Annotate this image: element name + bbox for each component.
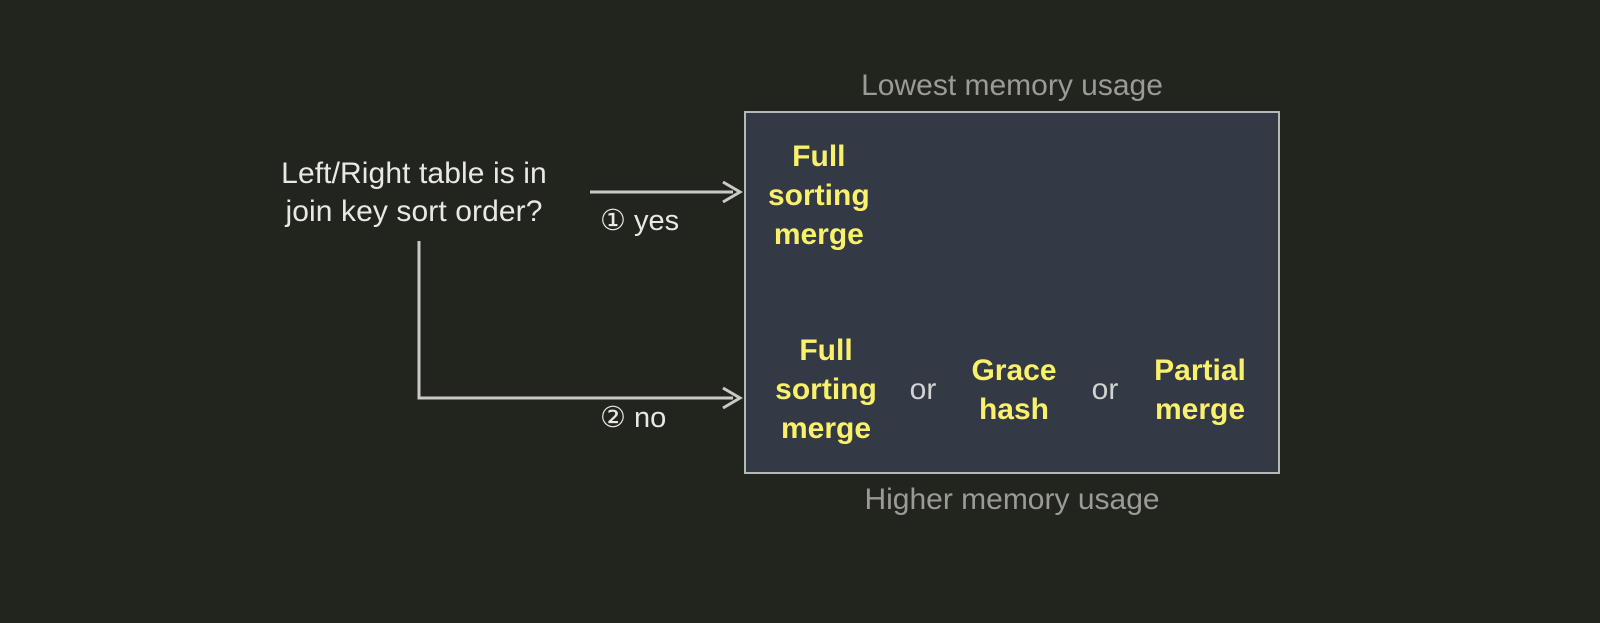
join-algorithm-options-box: Full sorting merge Full sorting merge or… — [744, 111, 1280, 474]
circled-one-icon: ① — [600, 203, 626, 237]
sorted-input-options-row: Full sorting merge — [746, 113, 1278, 254]
decision-question-text: Left/Right table is in join key sort ord… — [281, 157, 547, 228]
or-separator-1: or — [909, 372, 937, 406]
circled-two-icon: ② — [600, 400, 626, 434]
higher-memory-caption: Higher memory usage — [864, 483, 1160, 516]
or-separator-2: or — [1091, 372, 1119, 406]
algorithm-full-sorting-merge-sorted: Full sorting merge — [768, 140, 870, 251]
arrow-yes — [590, 180, 743, 204]
algorithm-partial-merge: Partial merge — [1154, 353, 1246, 426]
unsorted-input-options-row: Full sorting merge or Grace hash or Part… — [746, 331, 1278, 472]
arrow-no — [417, 241, 743, 410]
lowest-memory-caption: Lowest memory usage — [861, 69, 1163, 102]
algorithm-grace-hash: Grace hash — [971, 353, 1057, 426]
algorithm-full-sorting-merge-unsorted: Full sorting merge — [775, 334, 877, 445]
branch-yes-text: yes — [634, 205, 680, 237]
branch-no-text: no — [634, 402, 667, 434]
